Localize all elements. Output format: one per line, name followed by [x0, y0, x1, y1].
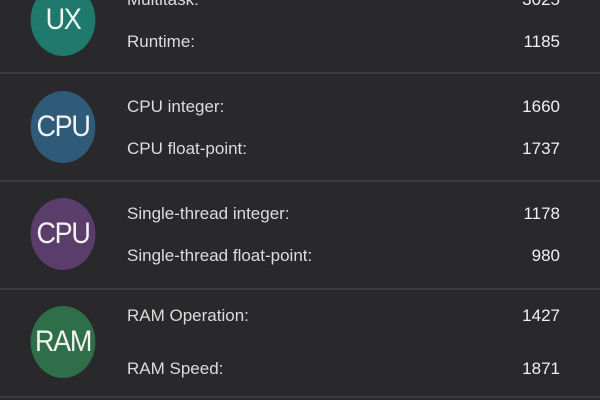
section-ram: RAM RAM Operation: 1427 RAM Speed: 1871: [0, 290, 600, 398]
row-label: RAM Operation:: [127, 306, 249, 325]
row-label: CPU float-point:: [127, 139, 247, 158]
row-value: 1737: [522, 139, 560, 158]
cpu-badge-icon: CPU: [30, 91, 96, 163]
ux-badge-icon: UX: [30, 0, 96, 56]
row-label: Single-thread float-point:: [127, 246, 313, 265]
section-cpu: CPU CPU integer: 1660 CPU float-point: 1…: [0, 74, 600, 182]
row-value: 1178: [523, 204, 560, 223]
cpu-single-thread-badge-icon: CPU: [30, 198, 96, 270]
row-value: 1185: [523, 32, 560, 51]
row-value: 980: [531, 246, 560, 265]
row-value: 3025: [522, 0, 560, 10]
section-single-thread: CPU Single-thread integer: 1178 Single-t…: [0, 182, 600, 290]
section-ux: UX Multitask: 3025 Runtime: 1185: [0, 0, 600, 74]
ram-badge-icon: RAM: [30, 306, 96, 378]
row-value: 1660: [522, 97, 560, 116]
row-label: RAM Speed:: [127, 359, 224, 378]
row-label: CPU integer:: [127, 97, 225, 116]
row-value: 1427: [522, 306, 560, 325]
row-label: Multitask:: [127, 0, 199, 10]
row-value: 1871: [522, 359, 560, 378]
row-label: Single-thread integer:: [127, 204, 290, 223]
row-label: Runtime:: [127, 32, 196, 51]
